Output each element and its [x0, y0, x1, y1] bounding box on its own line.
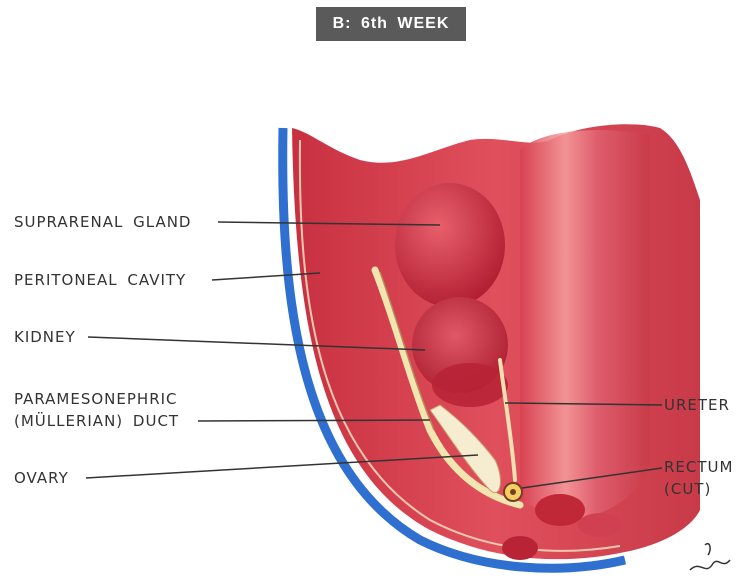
label-rectum-line2: (CUT)	[664, 479, 711, 499]
label-ovary: OVARY	[14, 468, 69, 488]
label-paramesonephric-line2: (MÜLLERIAN) DUCT	[14, 411, 179, 431]
label-ureter: URETER	[664, 395, 730, 415]
label-rectum-line1: RECTUM	[664, 457, 733, 477]
label-paramesonephric-line1: PARAMESONEPHRIC	[14, 389, 178, 409]
signature-mark	[690, 560, 730, 570]
dorsal-wall-column	[520, 130, 650, 520]
leader-duct	[198, 420, 430, 421]
label-kidney: KIDNEY	[14, 327, 76, 347]
stage-title: B: 6th WEEK	[316, 7, 466, 41]
label-peritoneal-cavity: PERITONEAL CAVITY	[14, 270, 186, 290]
suprarenal-gland-shape	[395, 183, 505, 307]
label-suprarenal-gland: SUPRARENAL GLAND	[14, 212, 192, 232]
